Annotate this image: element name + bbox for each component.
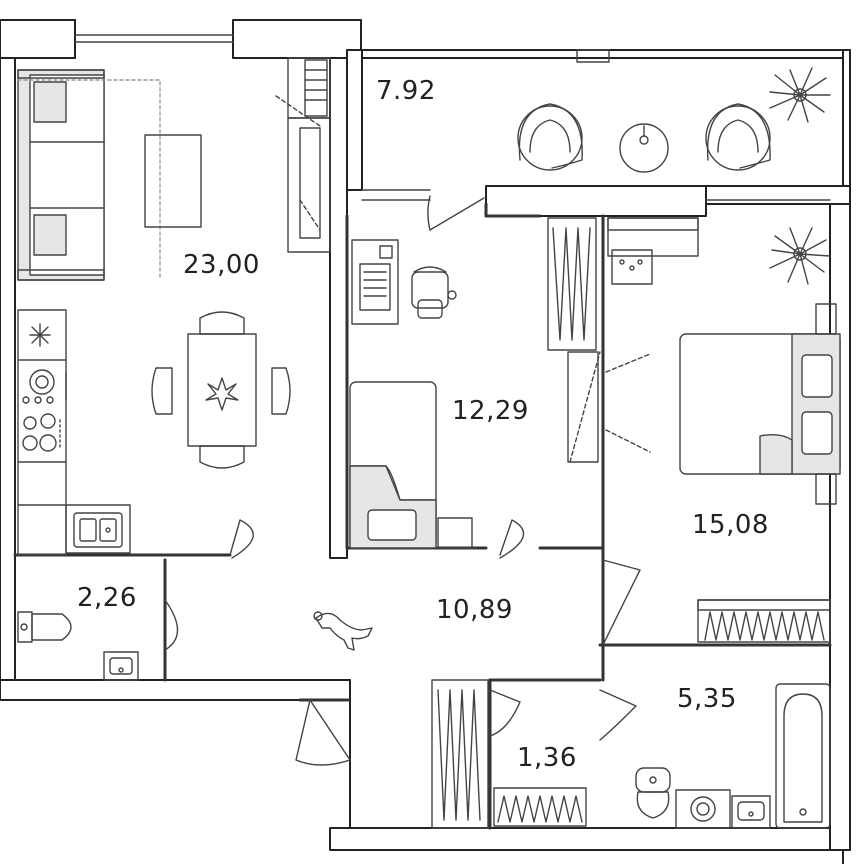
bedroom-small-furniture xyxy=(349,195,601,549)
wall-mid-top xyxy=(485,185,707,217)
bedroom-large-furniture xyxy=(605,217,841,643)
sink-icon xyxy=(73,512,123,548)
wall-balcony-right xyxy=(842,49,851,187)
armchair-icon xyxy=(705,103,771,171)
dining-table-icon xyxy=(151,311,291,469)
storage-elements xyxy=(493,787,587,827)
tv-unit xyxy=(275,57,331,253)
room-area-living-kitchen: 23,00 xyxy=(183,250,260,280)
toilet-icon xyxy=(17,611,72,643)
dog-icon xyxy=(313,611,373,651)
toilet-room-furniture xyxy=(17,599,179,681)
oven-icon xyxy=(22,369,67,404)
wall-top-left xyxy=(0,19,76,59)
hallway-elements xyxy=(229,519,641,829)
toilet-icon xyxy=(635,767,671,819)
door-icon xyxy=(427,195,485,231)
carpet xyxy=(17,79,161,281)
room-area-storage: 1,36 xyxy=(517,743,577,773)
coffee-table xyxy=(144,134,202,228)
washbasin-icon xyxy=(731,795,771,829)
wardrobe-icon xyxy=(697,599,831,643)
room-area-bathroom: 5,35 xyxy=(677,684,737,714)
room-area-toilet: 2,26 xyxy=(77,583,137,613)
kitchen-counter xyxy=(17,309,131,556)
room-area-balcony: 7.92 xyxy=(376,76,436,106)
wardrobe-icon xyxy=(547,217,601,463)
bathtub-icon xyxy=(775,683,831,829)
wall-kitchen-right xyxy=(329,57,348,559)
wall-balcony-left xyxy=(346,49,363,191)
balcony-furniture xyxy=(517,67,831,173)
living-furniture xyxy=(17,57,331,556)
windows xyxy=(74,34,831,201)
wardrobe-icon xyxy=(607,217,699,257)
sofa-icon xyxy=(17,69,105,281)
plant-icon xyxy=(769,67,831,123)
room-area-hallway: 10,89 xyxy=(436,595,513,625)
armchair-icon xyxy=(517,103,583,171)
office-chair-icon xyxy=(411,266,457,319)
double-bed-icon xyxy=(605,303,841,505)
plant-icon xyxy=(769,227,831,285)
door-icon xyxy=(164,599,179,651)
wall-bottom-left xyxy=(0,679,351,701)
desk-icon xyxy=(351,239,399,325)
wardrobe-icon xyxy=(493,787,587,827)
wall-bottom xyxy=(329,827,851,851)
washing-machine-icon xyxy=(675,789,731,829)
room-area-bedroom-small: 12,29 xyxy=(452,396,529,426)
wall-left xyxy=(0,19,16,701)
nightstand xyxy=(611,249,653,285)
bathroom-furniture xyxy=(635,683,831,829)
washbasin-icon xyxy=(103,651,139,681)
walls xyxy=(0,19,851,864)
door-icon xyxy=(229,519,641,766)
wall-top-mid xyxy=(232,19,362,59)
stove-icon xyxy=(22,413,61,452)
single-bed-icon xyxy=(349,381,473,549)
room-area-bedroom-large: 15,08 xyxy=(692,510,769,540)
partitions xyxy=(13,202,832,830)
wall-mid-right xyxy=(705,185,851,205)
wall-balcony-top xyxy=(361,49,851,59)
round-table-icon xyxy=(619,123,669,173)
wardrobe-icon xyxy=(431,679,489,829)
wall-right xyxy=(829,185,851,851)
